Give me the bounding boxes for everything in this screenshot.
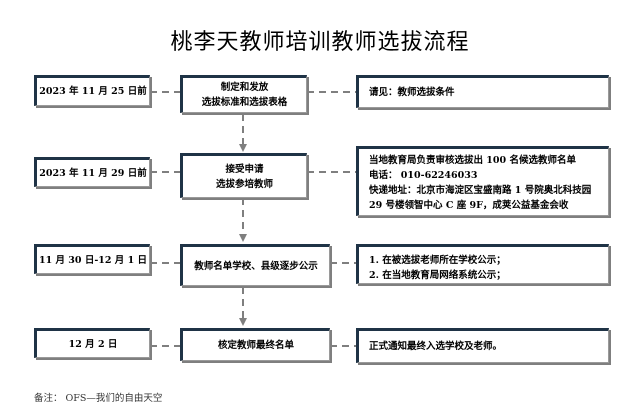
step-box-4: 核定教师最终名单 (180, 328, 330, 361)
step-line: 选拔参培教师 (215, 178, 273, 190)
date-label-3: 11 月 30 日-12 月 1 日 (38, 254, 148, 266)
detail-line: 快递地址：北京市海淀区宝盛南路 1 号院奥北科技园 (369, 185, 592, 196)
step-line: 核定教师最终名单 (217, 340, 294, 351)
step-box-3: 教师名单学校、县级逐步公示 (180, 244, 330, 286)
step-line: 接受申请 (225, 163, 264, 175)
detail-line: 当地教育局负责审核选拔出 100 名候选教师名单 (369, 155, 576, 166)
date-box-3: 11 月 30 日-12 月 1 日 (34, 244, 150, 274)
detail-box-1: 请见：教师选拔条件 (356, 75, 609, 108)
detail-line: 请见：教师选拔条件 (369, 87, 455, 98)
page-title: 桃李天教师培训教师选拔流程 (170, 30, 470, 55)
step-box-2: 接受申请 选拔参培教师 (180, 153, 307, 198)
date-box-4: 12 月 2 日 (34, 328, 150, 358)
detail-box-3: 1. 在被选拔老师所在学校公示； 2. 在当地教育局网络系统公示； (356, 244, 609, 284)
detail-line: 2. 在当地教育局网络系统公示； (369, 270, 506, 281)
detail-line: 29 号楼领智中心 C 座 9F，成荚公益基金会收 (369, 200, 569, 211)
date-label-2: 2023 年 11 月 29 日前 (39, 167, 147, 179)
detail-box-2: 当地教育局负责审核选拔出 100 名候选教师名单 电话： 010-6224603… (356, 146, 609, 216)
step-line: 教师名单学校、县级逐步公示 (194, 260, 318, 272)
detail-line: 正式通知最终入选学校及老师。 (369, 341, 503, 352)
detail-line: 1. 在被选拔老师所在学校公示； (369, 255, 506, 266)
step-line: 选拔标准和选拔表格 (201, 97, 288, 108)
step-line: 制定和发放 (220, 82, 269, 93)
date-label-4: 12 月 2 日 (68, 338, 118, 350)
date-box-1: 2023 年 11 月 25 日前 (34, 75, 150, 106)
step-box-1: 制定和发放 选拔标准和选拔表格 (180, 75, 307, 113)
detail-box-4: 正式通知最终入选学校及老师。 (356, 328, 609, 363)
date-label-1: 2023 年 11 月 25 日前 (39, 86, 147, 97)
detail-line: 电话： 010-62246033 (369, 170, 478, 181)
footnote: 备注： OFS—我们的自由天空 (34, 393, 163, 404)
date-box-2: 2023 年 11 月 29 日前 (34, 157, 150, 187)
